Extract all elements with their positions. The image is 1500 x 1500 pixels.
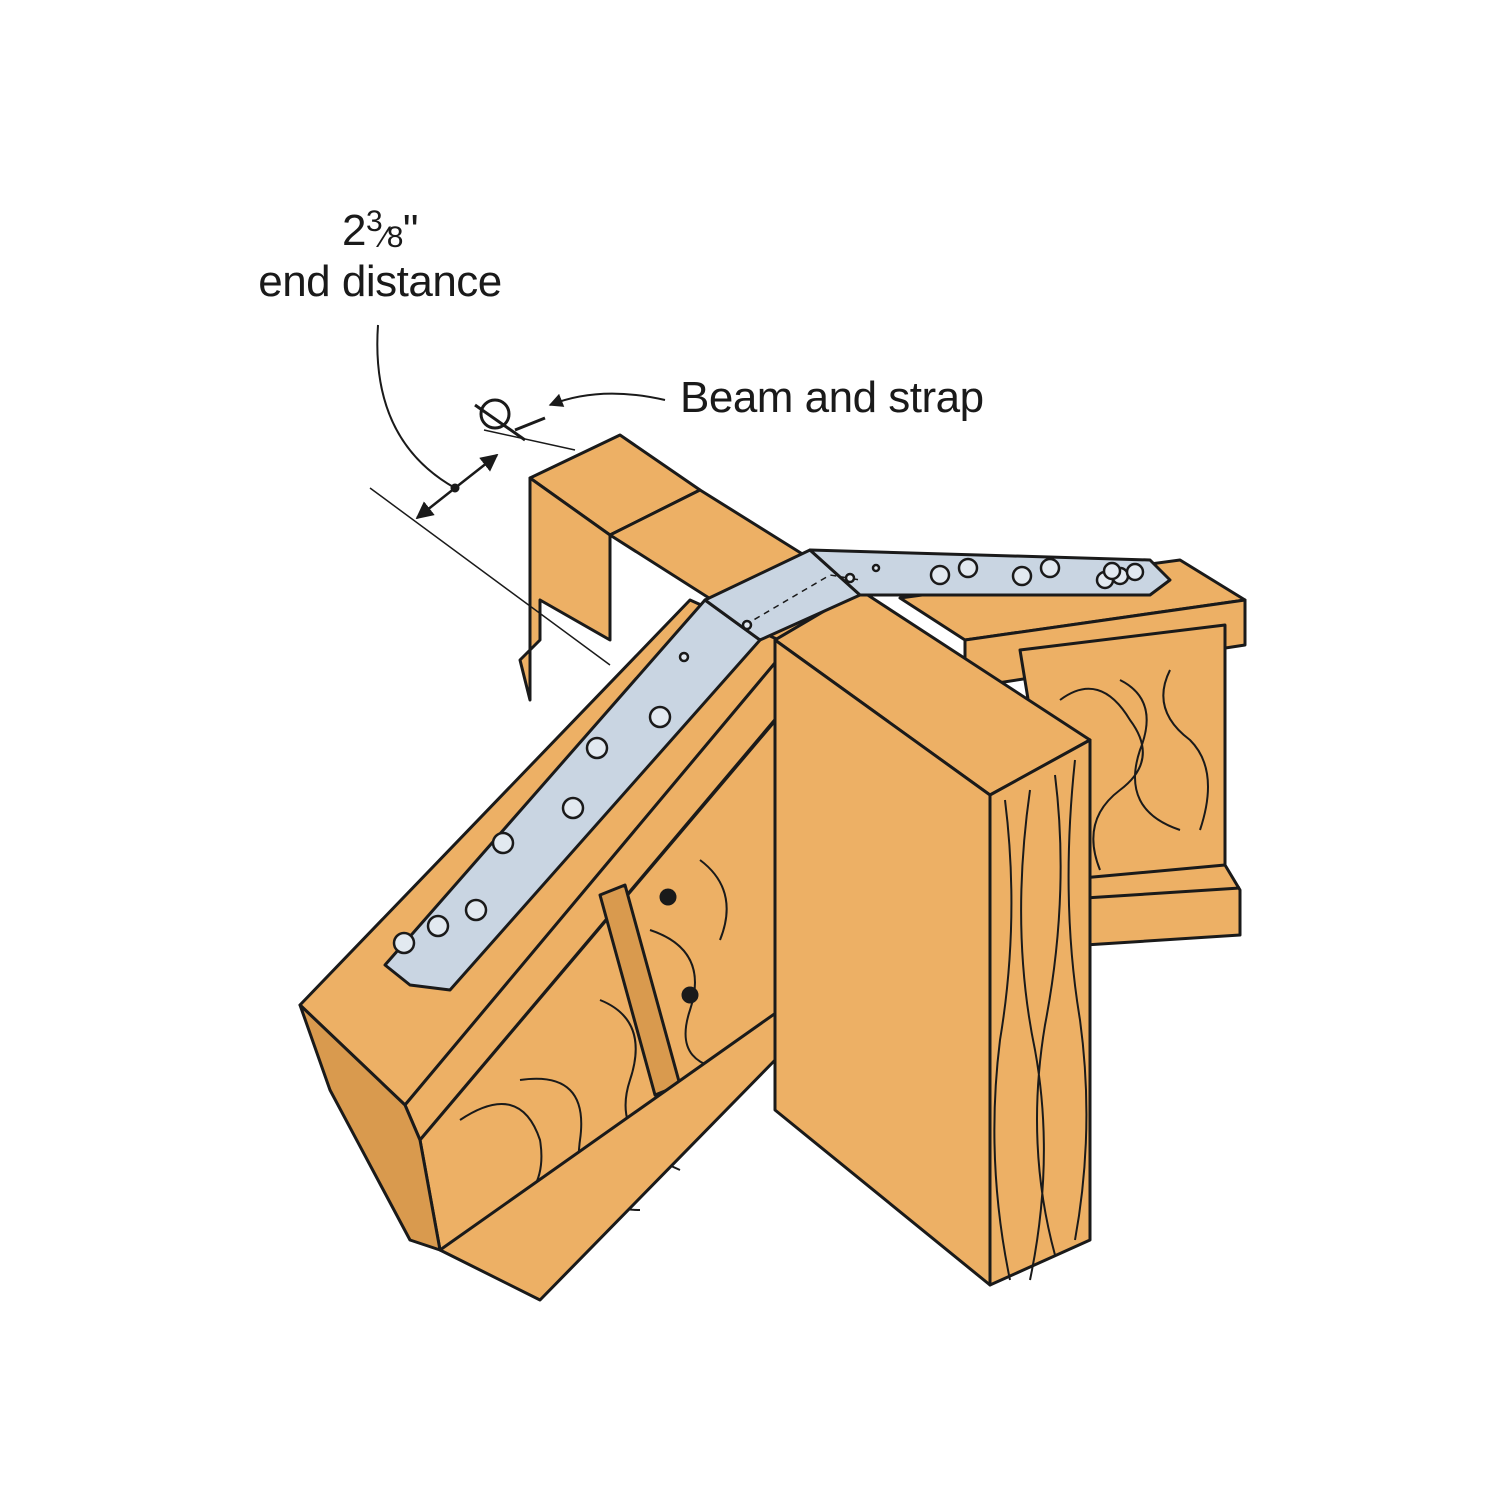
dimension-arrow <box>415 487 456 520</box>
end-distance-leader <box>376 324 456 489</box>
dimension-annotations <box>369 324 666 666</box>
dimension-arrow-2 <box>454 453 499 489</box>
end-distance-caption: end distance <box>258 256 502 306</box>
centerline-extension <box>483 429 576 451</box>
strap-fasteners <box>392 557 1145 955</box>
end-distance-label: 23⁄8" end distance <box>250 205 510 307</box>
beam-strap-leader <box>548 392 666 407</box>
centerline-symbol-icon <box>474 398 546 442</box>
end-distance-value: 23⁄8" <box>342 205 419 255</box>
front-post <box>773 588 1092 1287</box>
beam-and-strap-label: Beam and strap <box>680 373 984 422</box>
extension-line <box>369 487 611 666</box>
metal-strap <box>383 548 1172 992</box>
left-i-joist <box>298 598 802 1302</box>
